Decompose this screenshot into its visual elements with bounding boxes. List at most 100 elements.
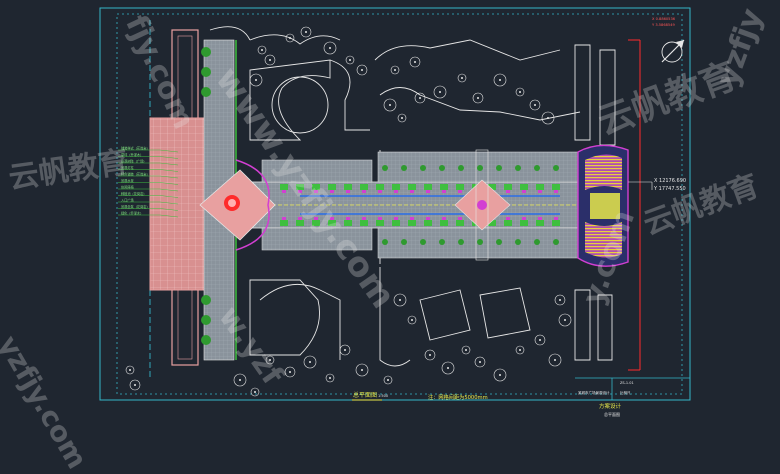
shrub: [553, 239, 559, 245]
planting-bed: [552, 220, 560, 226]
center-plaza-node[interactable]: [454, 149, 511, 261]
tree-symbol: [264, 54, 276, 66]
flower-bed: [346, 217, 350, 220]
tree-symbol: [250, 387, 260, 397]
tree-symbol: [493, 73, 507, 87]
flower-bed: [554, 190, 558, 193]
north-tag-y: Y 3.5868549: [652, 23, 675, 27]
flower-bed: [426, 217, 430, 220]
flower-bed: [522, 217, 526, 220]
planting-bed: [408, 220, 416, 226]
annotation-label: 景观水景: [121, 178, 134, 183]
planting-bed: [536, 184, 544, 190]
tree-symbol: [554, 294, 566, 306]
grid-note: 注：网格间距为5000mm: [428, 393, 488, 401]
flower-bed: [330, 217, 334, 220]
west-plaza-node[interactable]: [199, 159, 276, 251]
planting-bed: [280, 184, 288, 190]
flower-bed: [282, 190, 286, 193]
shrub: [401, 165, 407, 171]
sheet-name: 总平面图: [604, 411, 620, 417]
flower-bed: [426, 190, 430, 193]
annotation-text-layer: X 0.8860536 Y 3.5868549 X 12176.690 Y 17…: [353, 17, 686, 417]
shrub: [420, 239, 426, 245]
shrub: [534, 239, 540, 245]
flower-bed: [282, 217, 286, 220]
coord-y: Y 17747.550: [653, 186, 686, 192]
planting-bed: [328, 220, 336, 226]
coordinate-leader: [628, 181, 653, 190]
tree-symbol: [356, 64, 368, 76]
planting-bed: [328, 184, 336, 190]
tree-symbol: [397, 113, 407, 123]
annotation-label: 种植池（花岗岩）: [121, 191, 147, 196]
tree-symbol: [457, 73, 467, 83]
shrub: [496, 165, 502, 171]
annotation-label: 入口广场: [121, 197, 134, 202]
north-arrow-icon: [661, 39, 685, 63]
planting-bed: [488, 184, 496, 190]
shrub: [515, 165, 521, 171]
planting-bed: [392, 184, 400, 190]
flower-bed: [298, 190, 302, 193]
tree-symbol: [303, 355, 317, 369]
tree-symbol: [474, 356, 486, 368]
planting-bed: [312, 184, 320, 190]
site-plan-drawing[interactable]: 铺装样式（花岗岩）草坪（乔灌木）景观树阵（广场）景观灯柱特色铺装（花岗岩）景观水…: [0, 0, 780, 429]
west-green-belt: [201, 47, 211, 345]
flower-bed: [394, 217, 398, 220]
east-fan-plaza[interactable]: [577, 39, 641, 371]
planting-bed: [392, 220, 400, 226]
tree-symbol: [441, 361, 455, 375]
flower-bed: [458, 217, 462, 220]
flower-bed: [394, 190, 398, 193]
flower-bed: [362, 217, 366, 220]
planting-bed: [360, 220, 368, 226]
flower-bed: [506, 190, 510, 193]
tree-symbol: [323, 41, 337, 55]
planting-bed: [376, 220, 384, 226]
central-boulevard[interactable]: [235, 151, 587, 259]
shrub: [439, 239, 445, 245]
flower-bed: [410, 217, 414, 220]
tree-symbol: [383, 98, 397, 112]
drawing-frame: [99, 7, 691, 401]
planting-beds: [280, 165, 560, 245]
tree-symbol: [461, 345, 471, 355]
shrub: [420, 165, 426, 171]
tree-symbol: [424, 349, 436, 361]
flower-bed: [378, 217, 382, 220]
tree-symbol: [125, 365, 135, 375]
tree-symbol: [493, 368, 507, 382]
tree-symbol: [284, 366, 296, 378]
tree-symbol: [548, 353, 562, 367]
flower-bed: [458, 190, 462, 193]
tree-symbol: [233, 373, 247, 387]
annotation-label: 景观树阵（广场）: [121, 158, 147, 163]
coord-x: X 12176.690: [654, 178, 686, 184]
shrub: [515, 239, 521, 245]
tree-symbol: [407, 315, 417, 325]
shrub: [401, 239, 407, 245]
plan-label: 总平面图: [353, 391, 377, 399]
planting-bed: [296, 220, 304, 226]
project-name: 某城市广场景观设计: [578, 390, 610, 395]
tree-symbol: [541, 111, 555, 125]
shrub: [439, 165, 445, 171]
shrub: [458, 239, 464, 245]
tree-symbol: [515, 345, 525, 355]
scale-label: 比例尺: [620, 390, 631, 395]
shrub: [458, 165, 464, 171]
tree-symbol: [300, 26, 312, 38]
flower-bed: [362, 190, 366, 193]
tree-symbol: [285, 33, 295, 43]
flower-bed: [506, 217, 510, 220]
annotation-label: 休闲座椅: [121, 184, 135, 189]
planting-bed: [536, 220, 544, 226]
tree-symbol: [265, 355, 275, 365]
tree-symbol: [390, 65, 400, 75]
tree-symbol: [257, 45, 267, 55]
flower-bed: [442, 190, 446, 193]
flower-bed: [346, 190, 350, 193]
